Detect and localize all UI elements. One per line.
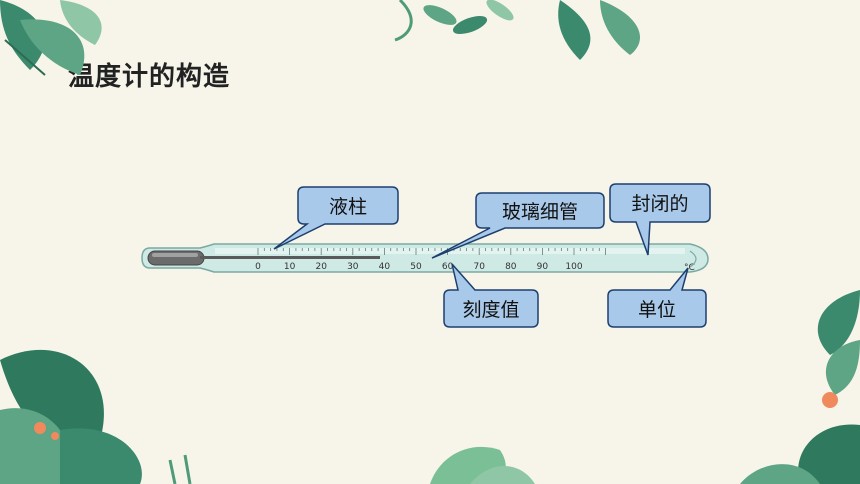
callout-scale-value-label: 刻度值 [462,299,519,321]
scale-label: 0 [255,262,261,272]
callout-sealed: 封闭的 [609,183,711,256]
liquid-column [200,256,380,259]
callout-glass-tube-label: 玻璃细管 [502,201,578,223]
scale-label: 80 [505,262,517,272]
callout-sealed-label: 封闭的 [631,193,688,215]
leaf-decoration-top-right [394,0,640,60]
scale-label: 30 [347,262,359,272]
callout-liquid-column-label: 液柱 [329,196,367,218]
page-title: 温度计的构造 [68,62,231,92]
thermometer: 0 10 20 30 40 50 60 70 80 90 100 °C [141,243,709,273]
scale-label: 40 [379,262,391,272]
scale-label: 50 [410,262,422,272]
callout-unit: 单位 [607,267,707,328]
leaf-decoration-bottom-right [740,290,860,484]
scale-label: 70 [473,262,485,272]
scale-labels: 0 10 20 30 40 50 60 70 80 90 100 [255,262,583,272]
callout-unit-label: 单位 [638,299,676,321]
callout-glass-tube: 玻璃细管 [431,192,605,259]
leaf-decoration-bottom-left [0,349,192,484]
leaf-decoration-top-left [0,0,102,76]
scale-ticks [257,248,606,255]
scale-label: 100 [565,262,582,272]
scale-label: 20 [315,262,327,272]
leaf-decoration-bottom-center [430,446,535,484]
unit-symbol: °C [684,263,695,273]
scale-label: 10 [284,262,296,272]
callout-liquid-column: 液柱 [273,186,399,250]
scale-label: 60 [442,262,454,272]
scale-label: 90 [537,262,549,272]
callout-scale-value: 刻度值 [443,263,539,328]
